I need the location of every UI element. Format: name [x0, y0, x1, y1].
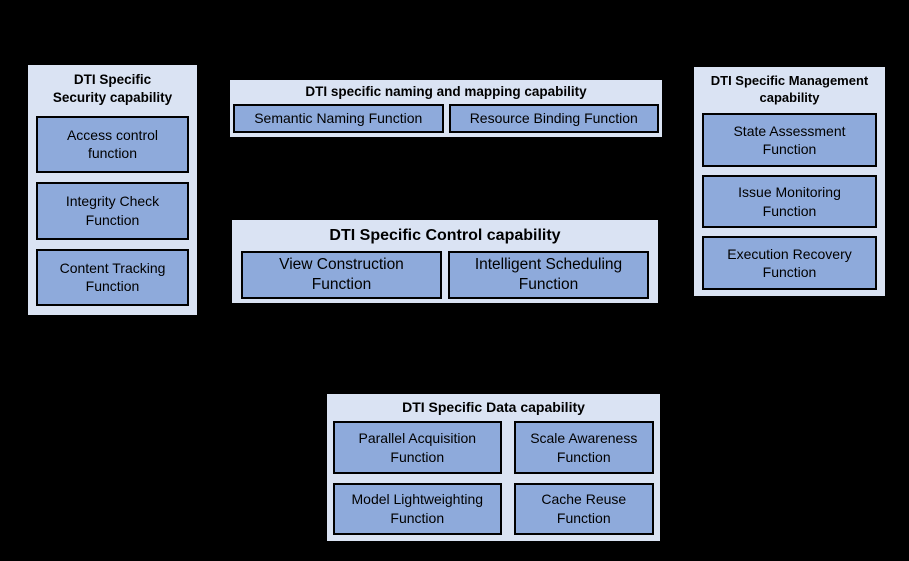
function-box-scale-awareness: Scale Awareness Function: [513, 421, 654, 474]
capability-title: DTI Specific Management capability: [710, 73, 869, 106]
capability-title: DTI Specific Security capability: [52, 72, 173, 105]
function-box-issue-monitoring: Issue Monitoring Function: [702, 174, 877, 229]
function-list: Semantic Naming Function Resource Bindin…: [233, 103, 659, 133]
function-box-integrity-check: Integrity Check Function: [36, 182, 189, 240]
function-list: View Construction Function Intelligent S…: [241, 251, 649, 299]
function-list: Parallel Acquisition Function Scale Awar…: [333, 421, 654, 535]
function-box-content-tracking: Content Tracking Function: [36, 248, 189, 306]
capability-box-control: DTI Specific Control capability View Con…: [230, 218, 660, 305]
function-box-semantic-naming: Semantic Naming Function: [233, 103, 444, 133]
function-box-state-assessment: State Assessment Function: [702, 113, 877, 167]
capability-title: DTI Specific Control capability: [329, 227, 561, 244]
capability-title: DTI specific naming and mapping capabili…: [305, 84, 587, 99]
function-box-resource-binding: Resource Binding Function: [448, 103, 659, 133]
capability-box-naming-and-mapping: DTI specific naming and mapping capabili…: [228, 78, 664, 139]
function-box-view-construction: View Construction Function: [241, 251, 442, 299]
function-list: Access control function Integrity Check …: [36, 115, 189, 306]
function-box-execution-recovery: Execution Recovery Function: [702, 236, 877, 290]
function-box-cache-reuse: Cache Reuse Function: [513, 482, 654, 535]
function-box-intelligent-scheduling: Intelligent Scheduling Function: [448, 251, 649, 299]
capability-box-security: DTI Specific Security capability Access …: [26, 63, 199, 317]
function-box-model-lightweighting: Model Lightweighting Function: [333, 482, 502, 535]
function-list: State Assessment Function Issue Monitori…: [702, 113, 877, 290]
capability-title: DTI Specific Data capability: [402, 399, 585, 415]
function-box-access-control: Access control function: [36, 115, 189, 174]
capability-box-data: DTI Specific Data capability Parallel Ac…: [325, 392, 662, 543]
function-box-parallel-acquisition: Parallel Acquisition Function: [333, 421, 502, 474]
capability-box-management: DTI Specific Management capability State…: [692, 65, 887, 298]
